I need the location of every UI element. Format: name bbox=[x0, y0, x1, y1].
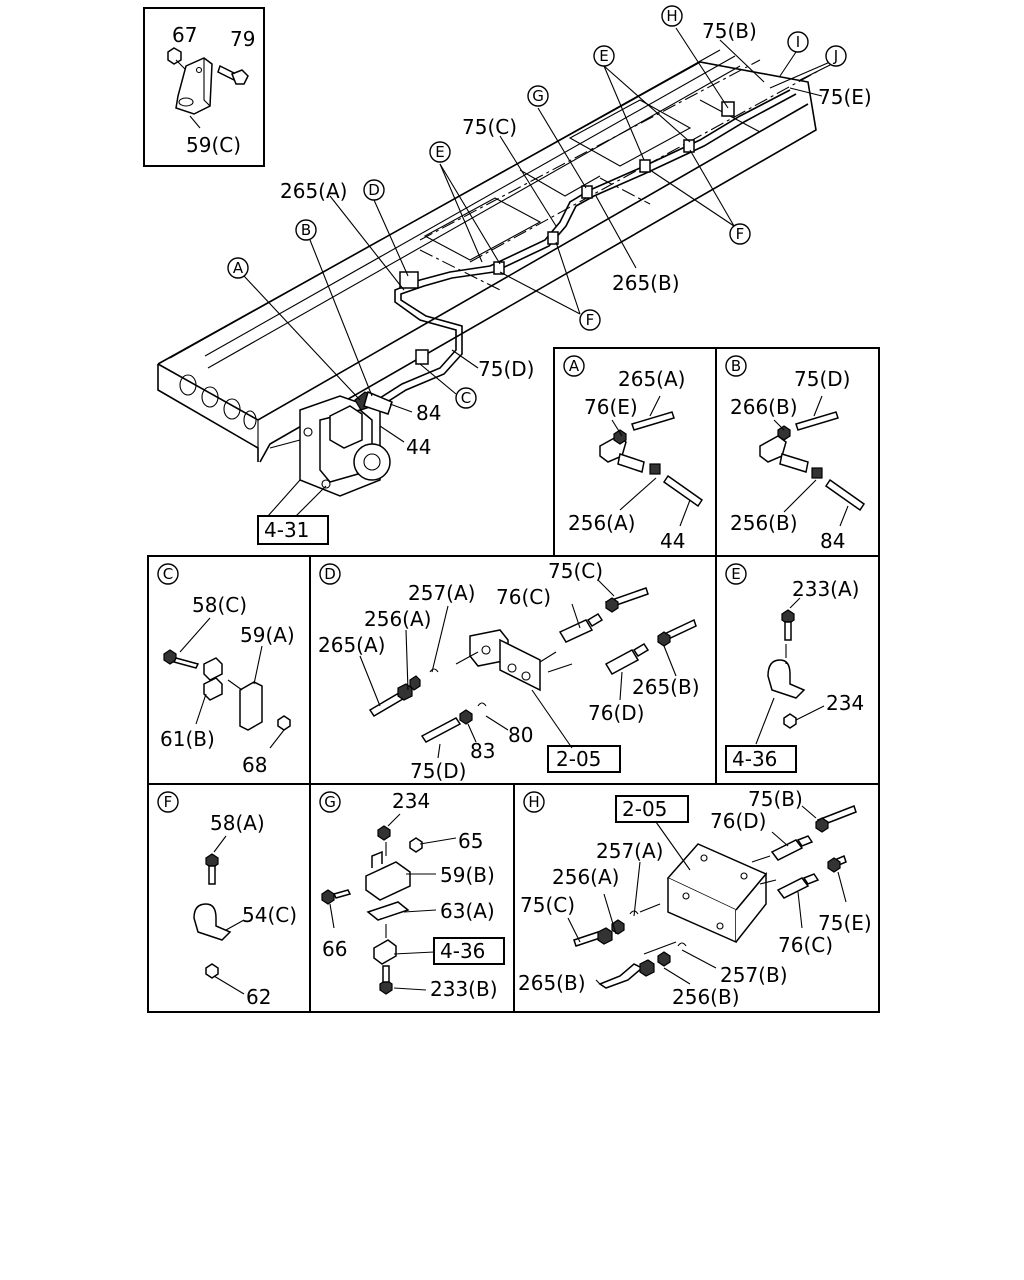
panel-label: 84 bbox=[820, 529, 845, 553]
inset-bracket-detail: 67 79 59(C) bbox=[143, 7, 265, 167]
panel-label: 76(E) bbox=[584, 395, 638, 419]
callout-letter: C bbox=[461, 389, 471, 407]
panel-label: 265(A) bbox=[618, 367, 685, 391]
panel-letter: D bbox=[324, 565, 336, 583]
main-label: 75(B) bbox=[702, 19, 757, 43]
panel-b: B 75(D) 266(B) 256(B) 84 bbox=[725, 355, 866, 553]
callout-letter: E bbox=[435, 143, 444, 161]
panel-a: A 265(A) 76(E) 256(A) 44 bbox=[563, 355, 704, 553]
inset-label: 67 bbox=[172, 23, 197, 47]
panel-letter: H bbox=[528, 793, 539, 811]
panel-label: 76(D) bbox=[710, 809, 766, 833]
panel-label: 256(A) bbox=[364, 607, 431, 631]
panel-label: 58(A) bbox=[210, 811, 265, 835]
main-label: 75(E) bbox=[818, 85, 872, 109]
panel-letter: G bbox=[324, 793, 336, 811]
inset-label: 79 bbox=[230, 27, 255, 51]
panel-letter: A bbox=[569, 357, 580, 375]
panel-label: 76(C) bbox=[778, 933, 833, 957]
panel-label: 59(A) bbox=[240, 623, 295, 647]
panel-letter: B bbox=[731, 357, 741, 375]
main-callout-bubbles: H I J E G D B A F E F C bbox=[227, 5, 847, 409]
panel-label: 256(B) bbox=[672, 985, 740, 1009]
callout-letter: H bbox=[666, 7, 677, 25]
callout-letter: D bbox=[368, 181, 380, 199]
panel-label: 75(D) bbox=[794, 367, 850, 391]
panel-label: 75(E) bbox=[818, 911, 872, 935]
callout-letter: F bbox=[586, 311, 595, 329]
panel-label: 257(A) bbox=[408, 581, 475, 605]
panel-ref-box: 2-05 bbox=[622, 797, 667, 821]
callout-letter: J bbox=[833, 47, 838, 65]
panel-label: 233(B) bbox=[430, 977, 498, 1001]
panel-label: 256(A) bbox=[552, 865, 619, 889]
panel-label: 76(C) bbox=[496, 585, 551, 609]
panel-ref-box: 4-36 bbox=[732, 747, 777, 771]
panel-label: 75(C) bbox=[548, 559, 603, 583]
panel-label: 80 bbox=[508, 723, 533, 747]
panel-label: 61(B) bbox=[160, 727, 215, 751]
main-label: 44 bbox=[406, 435, 431, 459]
panel-label: 257(B) bbox=[720, 963, 788, 987]
callout-letter: F bbox=[736, 225, 745, 243]
panel-c: C 58(C) 59(A) 61(B) 68 bbox=[157, 563, 295, 777]
callout-letter: A bbox=[233, 259, 244, 277]
panel-h: H 2-05 bbox=[518, 787, 872, 1009]
panel-label: 265(A) bbox=[318, 633, 385, 657]
panel-label: 68 bbox=[242, 753, 267, 777]
panel-label: 58(C) bbox=[192, 593, 247, 617]
panel-label: 75(B) bbox=[748, 787, 803, 811]
panel-label: 83 bbox=[470, 739, 495, 763]
panel-label: 54(C) bbox=[242, 903, 297, 927]
panel-letter: F bbox=[164, 793, 173, 811]
main-label: 84 bbox=[416, 401, 441, 425]
main-labels: 75(B) 75(E) 75(C) 265(A) 265(B) 75(D) 84… bbox=[257, 19, 872, 545]
panel-f: F 58(A) 54(C) 62 bbox=[157, 791, 297, 1009]
panel-label: 265(B) bbox=[518, 971, 586, 995]
detail-panels-grid bbox=[147, 347, 880, 1013]
panel-label: 66 bbox=[322, 937, 347, 961]
frame-holes bbox=[179, 374, 257, 430]
main-ref-box: 4-31 bbox=[264, 518, 309, 542]
panel-label: 234 bbox=[826, 691, 864, 715]
pipe-clips bbox=[399, 101, 735, 365]
panel-letter: E bbox=[731, 565, 740, 583]
panel-label: 62 bbox=[246, 985, 271, 1009]
panel-label: 256(A) bbox=[568, 511, 635, 535]
panel-d: D 75(C) 257(A) 76( bbox=[318, 559, 700, 783]
callout-letter: G bbox=[532, 87, 544, 105]
panel-label: 257(A) bbox=[596, 839, 663, 863]
panel-label: 59(B) bbox=[440, 863, 495, 887]
main-frame-view: H I J E G D B A F E F C 75(B bbox=[157, 5, 872, 545]
main-label: 75(C) bbox=[462, 115, 517, 139]
panel-letter: C bbox=[163, 565, 173, 583]
panel-label: 266(B) bbox=[730, 395, 798, 419]
main-label: 265(A) bbox=[280, 179, 347, 203]
inset-label: 59(C) bbox=[186, 133, 241, 157]
panel-ref-box: 4-36 bbox=[440, 939, 485, 963]
panel-label: 44 bbox=[660, 529, 685, 553]
main-leaders bbox=[243, 27, 833, 517]
main-label: 75(D) bbox=[478, 357, 534, 381]
panel-label: 234 bbox=[392, 789, 430, 813]
pump-assembly bbox=[269, 390, 393, 497]
panel-label: 256(B) bbox=[730, 511, 798, 535]
panel-label: 75(C) bbox=[520, 893, 575, 917]
panel-e: E 233(A) 234 4-36 bbox=[725, 563, 864, 773]
main-label: 265(B) bbox=[612, 271, 680, 295]
panel-label: 265(B) bbox=[632, 675, 700, 699]
callout-letter: B bbox=[301, 221, 311, 239]
panel-label: 75(D) bbox=[410, 759, 466, 783]
callout-letter: I bbox=[796, 33, 800, 51]
panel-ref-box: 2-05 bbox=[556, 747, 601, 771]
panel-label: 76(D) bbox=[588, 701, 644, 725]
panel-label: 63(A) bbox=[440, 899, 495, 923]
panel-g: G 234 65 59(B) 66 63(A) 4-36 233(B) bbox=[319, 789, 505, 1001]
callout-letter: E bbox=[599, 47, 608, 65]
panel-label: 65 bbox=[458, 829, 483, 853]
panel-label: 233(A) bbox=[792, 577, 859, 601]
